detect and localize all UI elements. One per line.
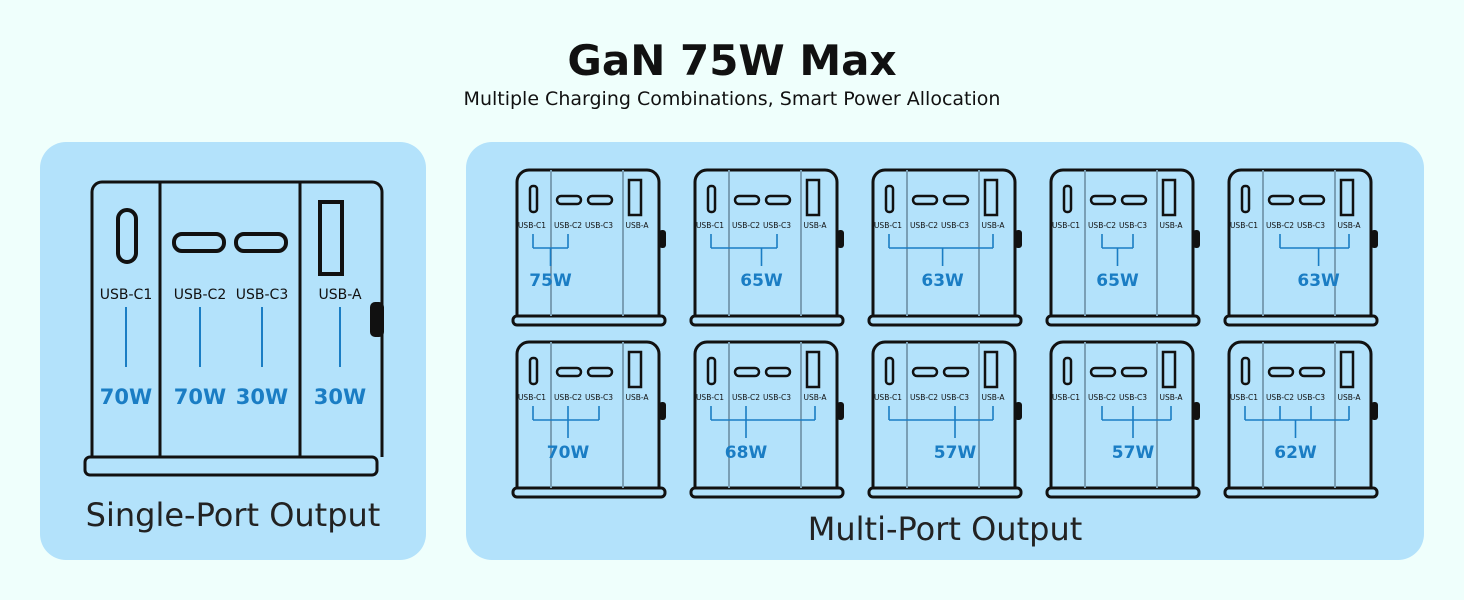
port-label: USB-C1 xyxy=(518,221,546,230)
charger-body xyxy=(90,180,384,457)
usb-c-port-icon xyxy=(172,232,226,253)
port-label: USB-C3 xyxy=(585,221,613,230)
port-label: USB-A xyxy=(1159,221,1183,230)
port-label: USB-A xyxy=(981,221,1005,230)
port-output-watts: 30W xyxy=(236,385,288,409)
port-label: USB-C3 xyxy=(1297,393,1325,402)
port-label: USB-C3 xyxy=(941,221,969,230)
multi-port-title: Multi-Port Output xyxy=(807,510,1083,548)
port-label: USB-A xyxy=(803,393,827,402)
port-label: USB-A xyxy=(625,393,649,402)
port-label: USB-C1 xyxy=(1052,393,1080,402)
page-subtitle: Multiple Charging Combinations, Smart Po… xyxy=(463,88,1001,110)
port-label: USB-C1 xyxy=(696,393,724,402)
port-label: USB-C2 xyxy=(174,287,226,303)
port-label: USB-A xyxy=(803,221,827,230)
combo-watts: 63W xyxy=(921,271,964,291)
port-label: USB-C2 xyxy=(1266,221,1294,230)
port-label: USB-A xyxy=(1337,393,1361,402)
combo-watts: 57W xyxy=(1112,443,1155,463)
usb-a-port-icon xyxy=(318,200,344,276)
combo-watts: 65W xyxy=(740,271,783,291)
combo-watts: 62W xyxy=(1274,443,1317,463)
port-label: USB-C1 xyxy=(518,393,546,402)
page-title: GaN 75W Max xyxy=(567,36,897,85)
combo-watts: 68W xyxy=(725,443,768,463)
port-label: USB-A xyxy=(981,393,1005,402)
port-label: USB-C3 xyxy=(941,393,969,402)
port-label: USB-C2 xyxy=(910,393,938,402)
charger-base xyxy=(83,455,379,477)
port-label: USB-A xyxy=(318,287,361,303)
charger-single-illustration: USB-C1 70W USB-C2 70W USB-C3 30W USB-A 30W xyxy=(83,180,384,477)
port-label: USB-C1 xyxy=(1230,393,1258,402)
port-label: USB-C1 xyxy=(1230,221,1258,230)
port-label: USB-C1 xyxy=(100,287,152,303)
port-label: USB-C1 xyxy=(874,221,902,230)
port-label: USB-C3 xyxy=(763,221,791,230)
charger-button xyxy=(370,302,384,337)
combo-watts: 63W xyxy=(1297,271,1340,291)
port-label: USB-A xyxy=(1159,393,1183,402)
port-output-watts: 30W xyxy=(314,385,366,409)
port-label: USB-A xyxy=(1337,221,1361,230)
single-port-panel: USB-C1 70W USB-C2 70W USB-C3 30W USB-A 30W Sing… xyxy=(40,142,426,560)
port-label: USB-A xyxy=(625,221,649,230)
port-label: USB-C3 xyxy=(1297,221,1325,230)
combo-watts: 75W xyxy=(529,271,572,291)
port-label: USB-C3 xyxy=(1119,221,1147,230)
port-label: USB-C2 xyxy=(554,393,582,402)
combo-watts: 57W xyxy=(934,443,977,463)
port-output-watts: 70W xyxy=(100,385,152,409)
port-label: USB-C2 xyxy=(1088,393,1116,402)
combo-watts: 65W xyxy=(1096,271,1139,291)
port-label: USB-C2 xyxy=(1266,393,1294,402)
port-label: USB-C3 xyxy=(763,393,791,402)
port-label: USB-C3 xyxy=(1119,393,1147,402)
port-label: USB-C1 xyxy=(1052,221,1080,230)
port-label: USB-C2 xyxy=(910,221,938,230)
port-label: USB-C2 xyxy=(732,221,760,230)
usb-c-port-icon xyxy=(234,232,288,253)
usb-c-port-icon xyxy=(116,208,138,264)
single-port-title: Single-Port Output xyxy=(85,496,381,534)
port-label: USB-C1 xyxy=(696,221,724,230)
port-label: USB-C1 xyxy=(874,393,902,402)
port-label: USB-C2 xyxy=(732,393,760,402)
port-label: USB-C2 xyxy=(1088,221,1116,230)
combo-watts: 70W xyxy=(547,443,590,463)
port-label: USB-C3 xyxy=(585,393,613,402)
port-label: USB-C2 xyxy=(554,221,582,230)
port-label: USB-C3 xyxy=(236,287,288,303)
port-output-watts: 70W xyxy=(174,385,226,409)
